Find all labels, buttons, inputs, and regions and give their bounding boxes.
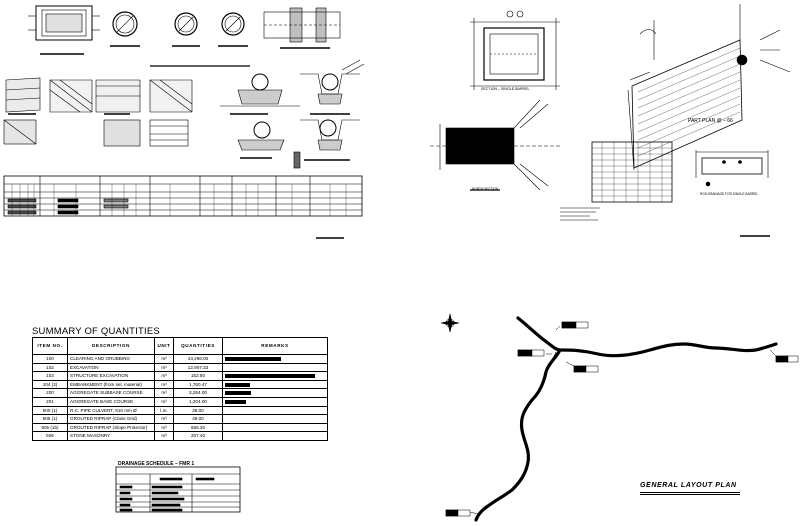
cell-quantity: 207.40 [173, 431, 223, 441]
cell-description: EMBANKMENT (from sel. material) [67, 379, 155, 390]
cell-unit: m³ [154, 388, 174, 398]
cell-description: STRUCTURE EXCAVATION [67, 371, 155, 381]
drainage-schedule-title: DRAINAGE SCHEDULE – FMR 1 [118, 461, 195, 467]
cell-description: GROUTED RIPRAP (Slope Protector) [67, 422, 155, 433]
remarks-bar [225, 357, 281, 361]
cell-unit: m³ [154, 431, 174, 441]
col-description: DESCRIPTION [67, 337, 155, 355]
cell-item-no: 103 [32, 371, 68, 381]
cell-item-no: 100 [32, 354, 68, 364]
cell-unit: m² [154, 354, 174, 364]
cell-description: GROUTED RIPRAP (Class Grid) [67, 414, 155, 424]
cell-remarks [222, 396, 328, 407]
cell-quantity: 655.30 [173, 422, 223, 433]
cell-description: STONE MASONRY [67, 431, 155, 441]
cell-description: CLEARING AND GRUBBING [67, 354, 155, 364]
cell-remarks [222, 371, 328, 381]
general-layout-plan-title: GENERAL LAYOUT PLAN [640, 482, 737, 489]
col-quantities: QUANTITIES [173, 337, 223, 355]
col-remarks: REMARKS [222, 337, 328, 355]
table-row: 104 (2)EMBANKMENT (from sel. material)m³… [32, 379, 328, 390]
part-plan-label: PART PLAN @ – 66 [688, 118, 733, 124]
remarks-bar [225, 374, 315, 379]
cell-unit: l.m. [154, 405, 174, 416]
remarks-bar [225, 399, 246, 404]
slab-detail-label: RCB DRAINAGE FOR SINGLE BARREL [700, 192, 759, 196]
general-layout-plan-map [440, 313, 799, 522]
table-header-row: ITEM NO. DESCRIPTION UNIT QUANTITIES REM… [32, 337, 328, 355]
north-section-label: NORTH SECTION [472, 187, 499, 191]
cell-description: AGGREGATE SUBBASE COURSE [67, 388, 155, 398]
summary-of-quantities-table: ITEM NO. DESCRIPTION UNIT QUANTITIES REM… [32, 337, 328, 441]
cell-description: R.C. PIPE CULVERT, 910 mm Ø [67, 405, 155, 416]
cell-item-no: 505 (1b) [32, 422, 68, 433]
cell-item-no: 500 (1) [32, 405, 68, 416]
table-row: 505 (1b)GROUTED RIPRAP (Slope Protector)… [32, 422, 328, 433]
cell-description: AGGREGATE BASE COURSE [67, 396, 155, 407]
cell-unit: m³ [154, 422, 174, 433]
cell-item-no: 201 [32, 396, 68, 407]
cell-quantity: 26.00 [173, 405, 223, 416]
cell-item-no: 102 [32, 362, 68, 373]
cell-quantity: 49.00 [173, 414, 223, 424]
title-underline [640, 492, 740, 493]
cell-description: EXCAVATION [67, 362, 155, 373]
cell-remarks [222, 422, 328, 433]
cell-item-no: 506 [32, 431, 68, 441]
cell-remarks [222, 379, 328, 390]
section-label: SECTION – SINGLE BARREL [481, 87, 530, 91]
cell-unit: m³ [154, 362, 174, 373]
cell-unit: m³ [154, 371, 174, 381]
cell-quantity: 3,284.00 [173, 388, 223, 398]
summary-of-quantities-title: SUMMARY OF QUANTITIES [32, 326, 160, 337]
cell-quantity: 43,296.00 [173, 354, 223, 364]
culvert-details-top-left [3, 5, 365, 239]
cell-item-no: 505 (1) [32, 414, 68, 424]
remarks-bar [225, 382, 250, 387]
cell-remarks [222, 431, 328, 441]
cell-remarks [222, 405, 328, 416]
box-culvert-details-top-right [430, 4, 791, 237]
cell-quantity: 1,204.00 [173, 396, 223, 407]
cell-item-no: 200 [32, 388, 68, 398]
cell-remarks [222, 354, 328, 364]
cell-remarks [222, 362, 328, 373]
title-underline [640, 494, 740, 495]
cell-unit: m³ [154, 414, 174, 424]
cell-unit: m³ [154, 396, 174, 407]
cell-item-no: 104 (2) [32, 379, 68, 390]
col-item-no: ITEM NO. [32, 337, 68, 355]
cell-quantity: 1,760.47 [173, 379, 223, 390]
drainage-schedule-table [115, 466, 241, 513]
remarks-bar [225, 391, 251, 396]
col-unit: UNIT [154, 337, 174, 355]
cell-quantity: 152.80 [173, 371, 223, 381]
cell-remarks [222, 414, 328, 424]
cell-remarks [222, 388, 328, 398]
cell-unit: m³ [154, 379, 174, 390]
cell-quantity: 12,907.33 [173, 362, 223, 373]
